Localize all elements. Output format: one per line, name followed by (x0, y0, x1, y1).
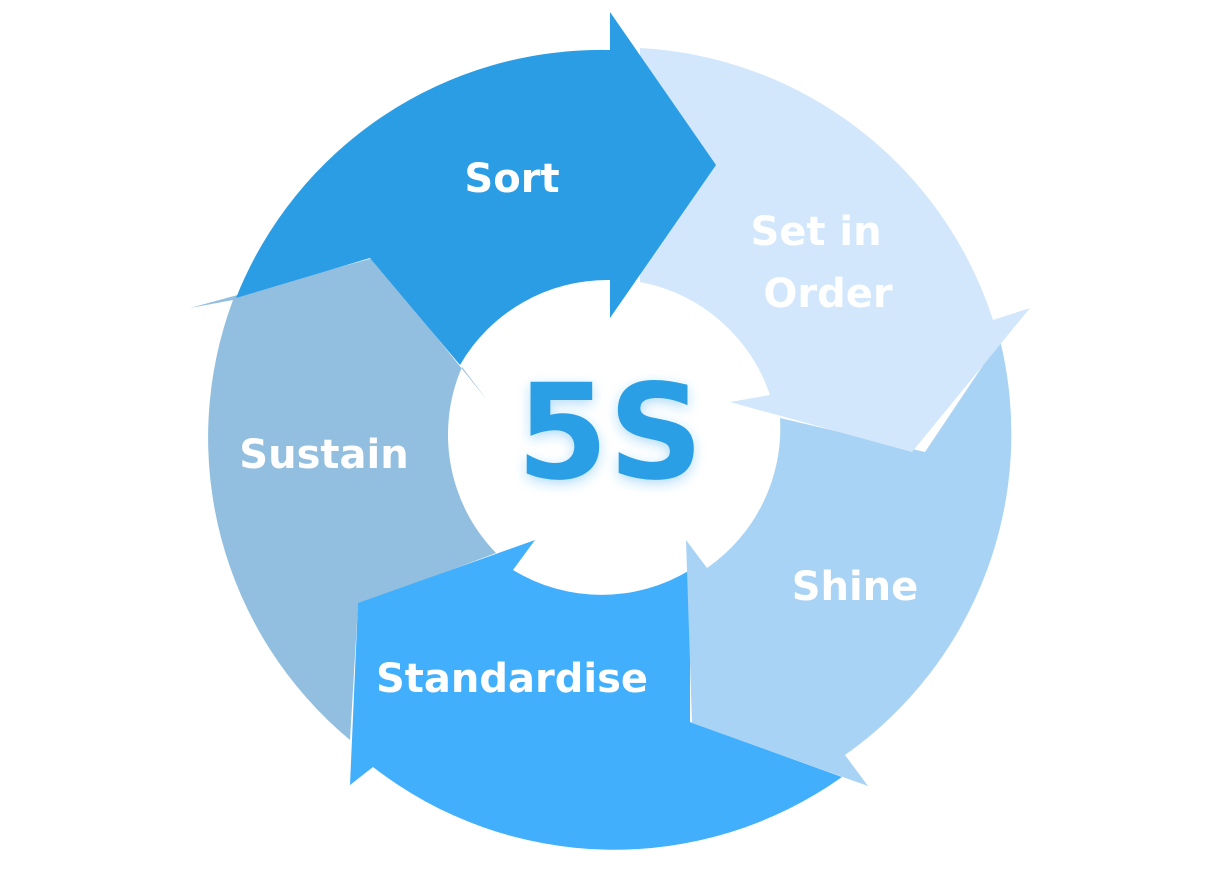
set-in-order-line-2: Order (763, 271, 892, 317)
standardise-label: Standardise (376, 656, 648, 702)
sort-arrow (236, 12, 716, 365)
sustain-label: Sustain (239, 432, 408, 478)
sort-label: Sort (464, 156, 559, 202)
set-in-order-line-1: Set in (750, 209, 881, 255)
center-5s-label: 5S (517, 356, 704, 510)
shine-label: Shine (792, 564, 919, 610)
set-in-order-label: Set in Order (750, 209, 895, 317)
standardise-arrow (350, 540, 842, 850)
shine-arrow (686, 340, 1012, 786)
set-in-order-arrow (640, 48, 1030, 452)
sustain-arrow (190, 258, 496, 740)
